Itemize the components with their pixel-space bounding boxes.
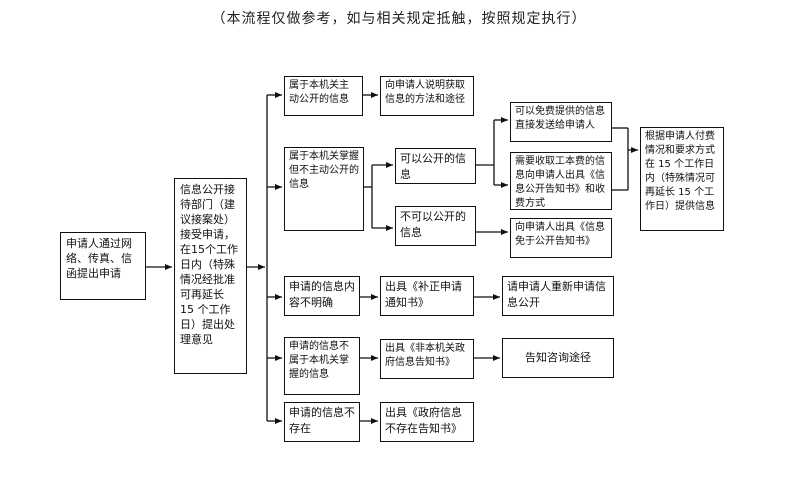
can-disclose-box: 可以公开的信息 xyxy=(395,148,476,184)
active-disclosure-box: 属于本机关主动公开的信息 xyxy=(284,76,363,116)
nonexist-box: 申请的信息不存在 xyxy=(284,402,360,442)
reception-box: 信息公开接待部门（建议接案处）接受申请，在15个工作日内（特殊情况经批准可再延长… xyxy=(174,178,247,374)
consult-box: 告知咨询途径 xyxy=(502,338,614,378)
cannot-disclose-box: 不可以公开的信息 xyxy=(395,206,476,246)
reapply-box: 请申请人重新申请信息公开 xyxy=(502,276,614,316)
unclear-request-box: 申请的信息内容不明确 xyxy=(284,276,360,316)
provide-info-box: 根据申请人付费情况和要求方式在 15 个工作日内（特殊情况可再延长 15 个工作… xyxy=(640,127,724,231)
supplement-notice-box: 出具《补正申请通知书》 xyxy=(380,276,474,316)
fee-notice-box: 需要收取工本费的信息向申请人出具《信息公开告知书》和收费方式 xyxy=(510,152,612,210)
free-provide-box: 可以免费提供的信息直接发送给申请人 xyxy=(510,102,612,142)
held-not-active-box: 属于本机关掌握但不主动公开的信息 xyxy=(284,147,364,231)
disclaimer-note: （本流程仅做参考，如与相关规定抵触，按照规定执行） xyxy=(211,11,587,27)
nonexist-notice-box: 出具《政府信息不存在告知书》 xyxy=(380,402,474,442)
exempt-notice-box: 向申请人出具《信息免于公开告知书》 xyxy=(510,218,612,258)
not-held-notice-box: 出具《非本机关政府信息告知书》 xyxy=(380,339,474,379)
apply-box: 申请人通过网络、传真、信函提出申请 xyxy=(60,232,146,300)
active-result-box: 向申请人说明获取信息的方法和途径 xyxy=(380,76,474,116)
not-held-box: 申请的信息不属于本机关掌握的信息 xyxy=(284,337,360,395)
